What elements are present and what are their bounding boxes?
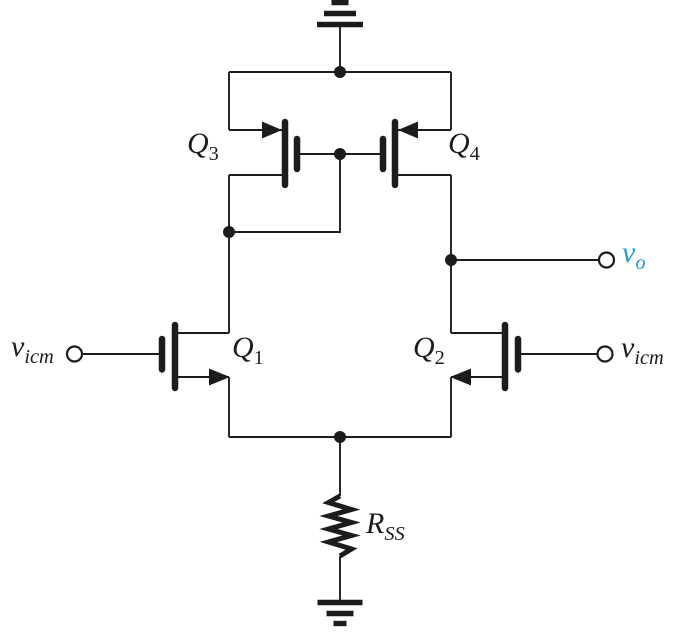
junction-dot-gate-bus xyxy=(334,148,346,160)
junction-dot-tail xyxy=(334,431,346,443)
terminal-vo xyxy=(597,251,616,269)
supply-rail-wire xyxy=(228,71,452,130)
label-vo: vo xyxy=(622,236,646,274)
junction-dot-q3-drain xyxy=(223,226,235,238)
resistor-rss-icon xyxy=(319,493,361,600)
q4-source-arrow-icon xyxy=(398,121,418,139)
q1-source-arrow-icon xyxy=(209,368,230,386)
label-q1: Q1 xyxy=(232,331,264,369)
label-vicm-right: vicm xyxy=(621,331,664,369)
mirror-gate-bus-wire xyxy=(229,153,380,233)
q2-source-arrow-icon xyxy=(450,368,471,386)
junction-dot-vdd xyxy=(334,66,346,78)
transistor-q3-pmos-icon xyxy=(229,118,301,189)
transistor-q1-nmos-icon xyxy=(82,321,230,392)
label-rss: RSS xyxy=(366,507,405,545)
ground-icon xyxy=(317,599,363,627)
terminal-vicm-left xyxy=(65,345,84,363)
label-q3: Q3 xyxy=(187,127,219,165)
q3-source-arrow-icon xyxy=(262,121,282,139)
transistor-q2-nmos-icon xyxy=(450,321,598,392)
terminal-vicm-right xyxy=(596,345,614,363)
vdd-ac-ground-icon xyxy=(317,0,363,72)
junction-dot-output xyxy=(445,254,457,266)
label-vicm-left: vicm xyxy=(11,330,54,368)
label-q2: Q2 xyxy=(413,331,445,369)
transistor-q4-pmos-icon xyxy=(379,118,451,189)
label-q4: Q4 xyxy=(448,127,480,165)
